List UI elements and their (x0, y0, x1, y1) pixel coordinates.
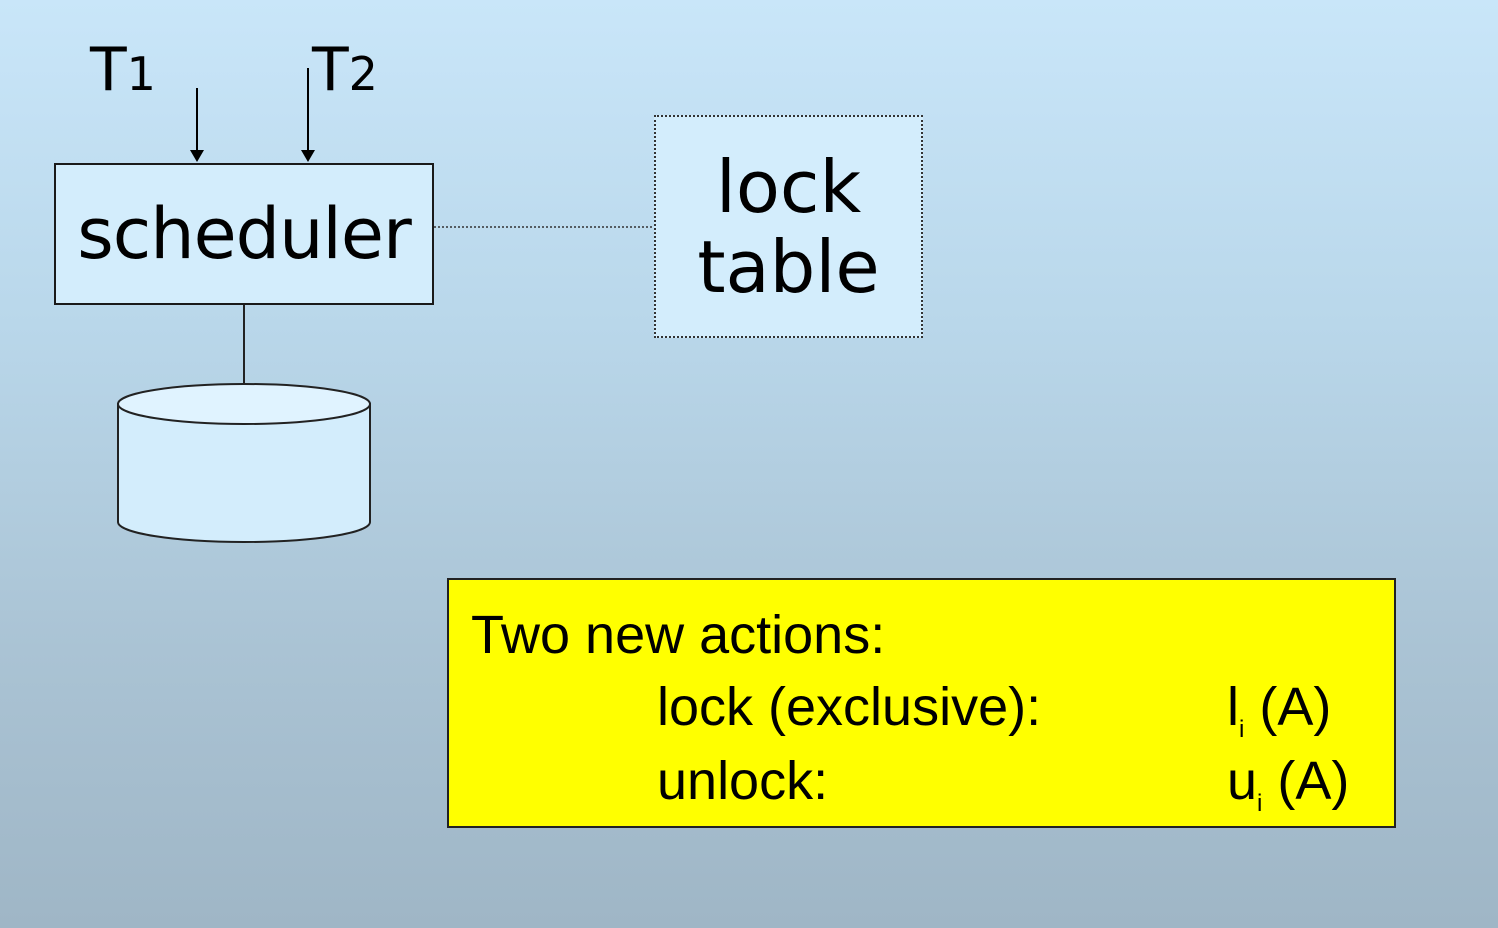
actions-heading: Two new actions: (471, 605, 886, 665)
t2-subscript: 2 (348, 47, 378, 101)
scheduler-label: scheduler (77, 193, 411, 275)
actions-note: Two new actions: lock (exclusive): li (A… (447, 578, 1396, 828)
t1-arrowhead (190, 150, 204, 162)
lock-symbol-argument: (A) (1244, 677, 1332, 737)
lock-table-line-1: lock (715, 144, 862, 229)
scheduler-box: scheduler (54, 163, 434, 305)
t1-subscript: 1 (126, 47, 156, 101)
lock-table-box: lock table (654, 115, 923, 338)
lock-table-line-2: table (697, 224, 880, 309)
transaction-t1-label: T1 (90, 40, 156, 100)
database-cylinder-icon (117, 383, 371, 543)
transaction-t2-label: T2 (312, 40, 378, 100)
unlock-action-label: unlock: (657, 751, 829, 811)
unlock-action-symbol: ui (A) (1227, 754, 1349, 816)
unlock-symbol-letter: u (1227, 751, 1258, 811)
lock-symbol-subscript: i (1239, 716, 1245, 743)
t2-arrowhead (301, 150, 315, 162)
unlock-symbol-subscript: i (1257, 790, 1263, 817)
lock-action-label: lock (exclusive): (657, 677, 1042, 737)
t1-letter: T (90, 35, 127, 105)
unlock-symbol-argument: (A) (1262, 751, 1350, 811)
lock-symbol-letter: l (1227, 677, 1239, 737)
t2-letter: T (312, 35, 349, 105)
lock-action-symbol: li (A) (1227, 680, 1331, 742)
